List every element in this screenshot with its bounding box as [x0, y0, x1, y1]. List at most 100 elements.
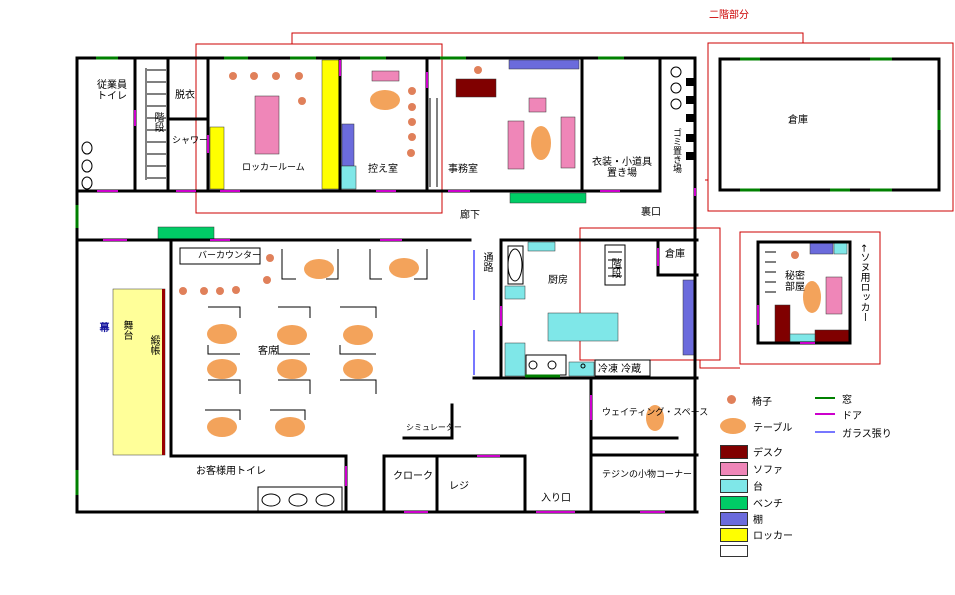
legend-swatch-chair: [727, 395, 736, 404]
stairs-left-label: 階段: [152, 112, 163, 132]
register-label: レジ: [449, 481, 469, 492]
table-seat-4: [277, 325, 307, 345]
legend-label-window: 窓: [842, 395, 852, 406]
entrance-label: 入り口: [541, 493, 571, 504]
stand-waiting: [340, 165, 357, 190]
fridge-label: 冷凍 冷蔵: [598, 364, 642, 375]
locker-2: [321, 59, 340, 190]
waiting-space-label: ウェイティング・スペース: [602, 408, 709, 418]
back-door-label: 裏口: [641, 207, 661, 218]
cloak-label: クローク: [393, 471, 433, 482]
table-seat-7: [277, 359, 307, 379]
legend-label-chair: 椅子: [752, 396, 772, 408]
table-office: [531, 126, 551, 160]
sofa-locker-room: [254, 95, 280, 155]
legend-label-sofa: ソファ: [753, 465, 783, 476]
legend-line-door: [815, 413, 835, 415]
legend-label-bench: ベンチ: [753, 499, 783, 510]
table-seat-10: [275, 417, 305, 437]
legend-swatch-desk: [720, 445, 748, 459]
legend-swatch-shelf: [720, 512, 748, 526]
chairs: [179, 66, 799, 295]
desk-secret-2: [814, 329, 851, 344]
sofa-office-2: [560, 116, 576, 169]
table-seat-8: [343, 359, 373, 379]
shelf-secret: [809, 241, 834, 255]
locker-1: [209, 126, 225, 190]
locker-room-label: ロッカールーム: [242, 163, 305, 173]
upper-link-top: [291, 32, 804, 44]
table-waiting-space: [646, 405, 664, 431]
shelf-office: [508, 59, 580, 70]
corridor-label: 廊下: [460, 210, 480, 221]
table-seat-9: [207, 417, 237, 437]
stand-kitchen-1: [527, 241, 556, 252]
table-waiting: [370, 90, 400, 110]
bench-office: [509, 192, 587, 204]
upper-storage-label: 倉庫: [788, 115, 808, 126]
stand-kitchen-3: [504, 342, 526, 377]
legend-swatch-bench: [720, 496, 748, 510]
table-seat-1: [304, 259, 334, 279]
legend-label-glass: ガラス張り: [842, 429, 892, 440]
desk-office: [455, 78, 497, 98]
draw-curtain: [162, 289, 165, 455]
legend-swatch-table: [720, 418, 746, 434]
legend-label-stand: 台: [753, 482, 763, 493]
costume-storage-label: 衣装・小道具 置き場: [592, 157, 652, 179]
table-seat-6: [207, 359, 237, 379]
sonu-locker-label: ←ソヌ用ロッカー: [858, 244, 869, 323]
legend-label-door: ドア: [842, 411, 862, 422]
legend-swatch-locker: [720, 528, 748, 542]
shop-corner-label: テジンの小物コーナー: [602, 470, 693, 480]
bar-counter-label: バーカウンター: [198, 251, 262, 261]
staff-toilet-label: 従業員 トイレ: [97, 80, 127, 102]
shower-label: シャワー: [172, 136, 209, 146]
kitchen-storage-label: 倉庫: [665, 249, 685, 260]
stand-kitchen-4: [568, 361, 595, 377]
secret-room-label: 秘密 部屋: [785, 271, 805, 293]
upper-floor-label: 二階部分: [709, 10, 749, 21]
legend-label-table: テーブル: [753, 423, 793, 434]
bench-hall: [157, 226, 215, 240]
legend-line-window: [815, 397, 835, 399]
trash-area-label: ゴミ置き場: [671, 128, 681, 173]
upper-link-bottom: [699, 360, 740, 369]
table-seat-3: [207, 324, 237, 344]
stage-area: [112, 288, 166, 456]
sofa-secret: [825, 276, 843, 315]
sofa-waiting: [371, 70, 400, 82]
stand-secret-2: [833, 241, 848, 255]
sofa-office-3: [528, 97, 547, 113]
kitchen-stairs-label: 階段: [609, 258, 620, 278]
table-secret: [803, 281, 821, 313]
legend-swatch-sofa: [720, 462, 748, 476]
kitchen-label: 厨房: [548, 275, 568, 286]
office-label: 事務室: [448, 164, 478, 175]
shelf-waiting: [341, 123, 355, 167]
stand-kitchen-center: [547, 312, 619, 342]
curtain-side-label: 幕: [97, 322, 108, 332]
desk-secret-1: [774, 304, 791, 344]
dressing-label: 脱衣: [175, 90, 195, 101]
legend-label-locker: ロッカー: [753, 531, 793, 542]
table-seat-2: [389, 258, 419, 278]
upper-frame-left: [195, 43, 443, 214]
table-seat-5: [343, 325, 373, 345]
draw-curtain-label: 緞帳: [148, 335, 159, 355]
sofa-office-1: [507, 120, 525, 170]
legend-swatch-stand: [720, 479, 748, 493]
upper-frame-secret: [739, 231, 881, 365]
legend-label-shelf: 棚: [753, 515, 763, 526]
stand-kitchen-2: [504, 285, 526, 300]
legend-line-glass: [815, 431, 835, 433]
upper-frame-storage: [707, 42, 954, 212]
waiting-room-label: 控え室: [368, 164, 398, 175]
legend-swatch-blank: [720, 545, 748, 557]
simulator-label: シミュレーター: [406, 423, 462, 432]
guest-toilet-label: お客様用トイレ: [196, 466, 266, 477]
seats-label: 客席: [258, 346, 278, 357]
legend-label-desk: デスク: [753, 448, 783, 459]
